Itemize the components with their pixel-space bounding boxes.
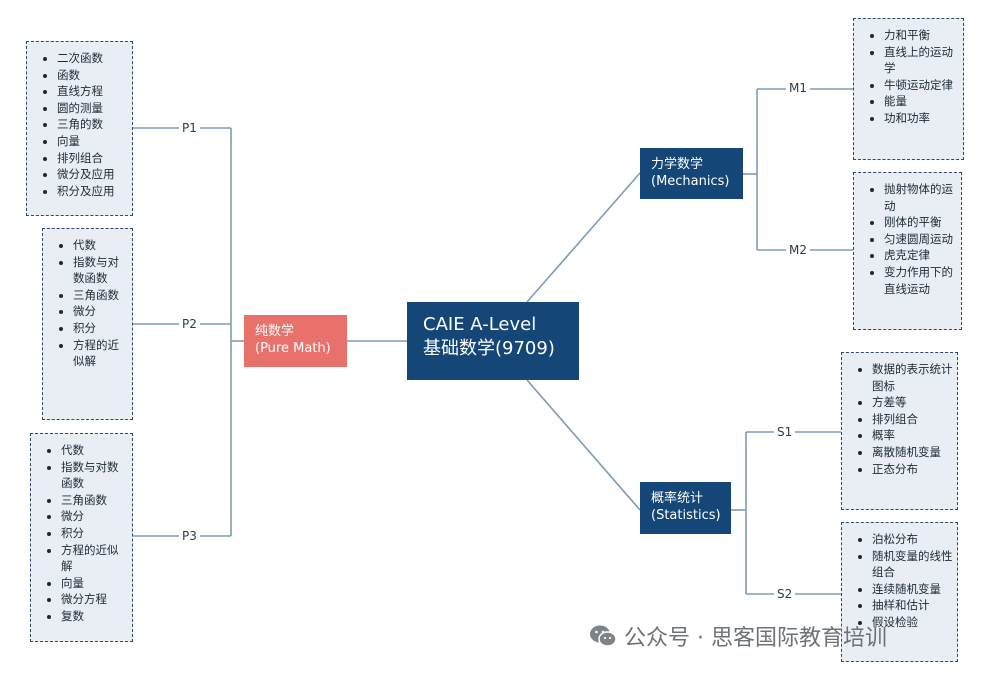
- list-item: 方程的近似解: [73, 337, 128, 370]
- list-item: 三角函数: [73, 287, 128, 304]
- list-item: 抛射物体的运动: [884, 181, 957, 214]
- list-item: 圆的测量: [57, 100, 128, 117]
- list-item: 三角的数: [57, 116, 128, 133]
- list-item: 代数: [73, 237, 128, 254]
- p1-topic-box: 二次函数 函数 直线方程 圆的测量 三角的数 向量 排列组合 微分及应用 积分及…: [26, 41, 133, 216]
- mechanics-title: 力学数学: [651, 157, 704, 172]
- list-item: 向量: [57, 133, 128, 150]
- statistics-title: 概率统计: [651, 491, 704, 506]
- list-item: 积分: [61, 525, 128, 542]
- list-item: 复数: [61, 608, 128, 625]
- mechanics-node: 力学数学 (Mechanics): [640, 148, 743, 199]
- pure-math-subtitle: (Pure Math): [255, 341, 331, 356]
- list-item: 功和功率: [884, 110, 959, 127]
- list-item: 函数: [57, 67, 128, 84]
- list-item: 假设检验: [872, 614, 953, 631]
- list-item: 指数与对数函数: [73, 254, 128, 287]
- statistics-node: 概率统计 (Statistics): [640, 482, 731, 534]
- center-title-line1: CAIE A-Level: [423, 314, 537, 335]
- center-node: CAIE A-Level 基础数学(9709): [407, 302, 579, 380]
- list-item: 二次函数: [57, 50, 128, 67]
- list-item: 虎克定律: [884, 247, 957, 264]
- list-item: 概率: [872, 427, 953, 444]
- pure-math-title: 纯数学: [255, 324, 295, 339]
- list-item: 力和平衡: [884, 27, 959, 44]
- mechanics-subtitle: (Mechanics): [651, 174, 730, 189]
- s2-topic-box: 泊松分布 随机变量的线性组合 连续随机变量 抽样和估计 假设检验: [841, 522, 958, 662]
- watermark-text: 公众号 · 思客国际教育培训: [624, 626, 887, 651]
- s2-label: S2: [774, 587, 796, 601]
- p3-label: P3: [179, 529, 200, 543]
- list-item: 指数与对数函数: [61, 459, 128, 492]
- m2-topic-box: 抛射物体的运动 刚体的平衡 匀速圆周运动 虎克定律 变力作用下的直线运动: [853, 172, 962, 330]
- p2-label: P2: [179, 317, 200, 331]
- list-item: 泊松分布: [872, 531, 953, 548]
- list-item: 正态分布: [872, 461, 953, 478]
- list-item: 连续随机变量: [872, 581, 953, 598]
- s1-label: S1: [774, 425, 796, 439]
- list-item: 微分方程: [61, 591, 128, 608]
- list-item: 牛顿运动定律: [884, 77, 959, 94]
- list-item: 方差等: [872, 394, 953, 411]
- list-item: 排列组合: [872, 411, 953, 428]
- list-item: 积分: [73, 320, 128, 337]
- list-item: 数据的表示统计图标: [872, 361, 953, 394]
- list-item: 微分及应用: [57, 166, 128, 183]
- pure-math-node: 纯数学 (Pure Math): [244, 315, 347, 367]
- list-item: 代数: [61, 442, 128, 459]
- m1-topic-box: 力和平衡 直线上的运动学 牛顿运动定律 能量 功和功率: [853, 18, 964, 160]
- list-item: 能量: [884, 93, 959, 110]
- s1-topic-box: 数据的表示统计图标 方差等 排列组合 概率 离散随机变量 正态分布: [841, 352, 958, 510]
- p3-topic-box: 代数 指数与对数函数 三角函数 微分 积分 方程的近似解 向量 微分方程 复数: [30, 433, 133, 642]
- center-title-line2: 基础数学(9709): [423, 338, 555, 359]
- list-item: 微分: [73, 303, 128, 320]
- list-item: 刚体的平衡: [884, 214, 957, 231]
- watermark: 公众号 · 思客国际教育培训: [588, 620, 887, 652]
- list-item: 方程的近似解: [61, 542, 128, 575]
- list-item: 排列组合: [57, 150, 128, 167]
- list-item: 随机变量的线性组合: [872, 548, 953, 581]
- list-item: 微分: [61, 508, 128, 525]
- list-item: 直线上的运动学: [884, 44, 959, 77]
- list-item: 向量: [61, 575, 128, 592]
- p2-topic-box: 代数 指数与对数函数 三角函数 微分 积分 方程的近似解: [42, 228, 133, 420]
- wechat-icon: [590, 625, 617, 647]
- list-item: 直线方程: [57, 83, 128, 100]
- list-item: 三角函数: [61, 492, 128, 509]
- list-item: 抽样和估计: [872, 597, 953, 614]
- list-item: 离散随机变量: [872, 444, 953, 461]
- list-item: 变力作用下的直线运动: [884, 264, 957, 297]
- list-item: 匀速圆周运动: [884, 231, 957, 248]
- m2-label: M2: [786, 243, 810, 257]
- m1-label: M1: [786, 81, 810, 95]
- statistics-subtitle: (Statistics): [651, 508, 721, 523]
- list-item: 积分及应用: [57, 183, 128, 200]
- p1-label: P1: [179, 121, 200, 135]
